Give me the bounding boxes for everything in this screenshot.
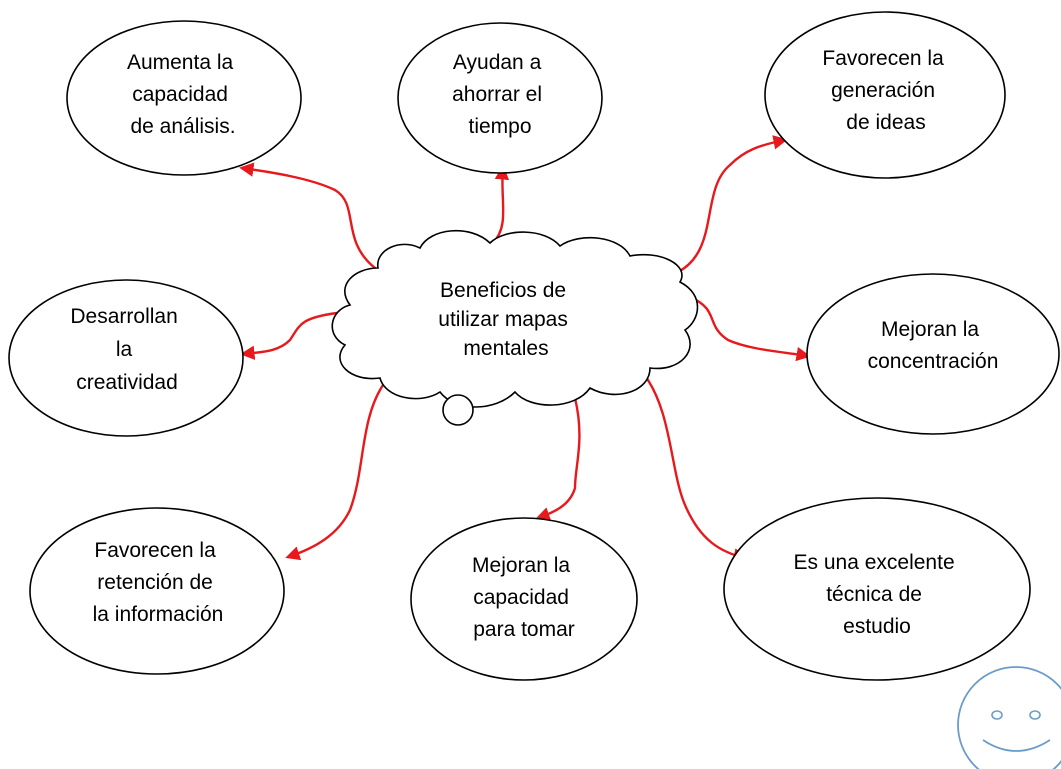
node-text-creatividad: Desarrollan la creatividad (70, 305, 183, 394)
arrow-to-creatividad (240, 311, 339, 360)
center-line-2: utilizar mapas (438, 308, 568, 331)
smiley-right-eye (1029, 710, 1041, 720)
arrow-to-retencion (285, 383, 385, 561)
center-line-3: mentales (463, 337, 548, 360)
node-estudio-line-2: técnica de (826, 583, 922, 606)
node-creatividad-line-2: la (116, 338, 133, 361)
node-ellipse-analisis (66, 20, 302, 176)
node-analisis-line-1: Aumenta la (127, 51, 234, 74)
node-text-ideas: Favorecen la generación de ideas (822, 47, 949, 134)
node-text-tiempo: Ayudan a ahorrar el tiempo (452, 51, 548, 138)
node-text-retencion: Favorecen la retención de la información (93, 539, 224, 626)
center-text: Beneficios de utilizar mapas mentales (438, 279, 573, 360)
node-tiempo-line-3: tiempo (468, 115, 531, 138)
node-decisiones-line-1: Mejoran la (472, 554, 570, 577)
node-analisis-line-3: de análisis. (130, 115, 235, 138)
node-tiempo-line-1: Ayudan a (453, 51, 542, 74)
node-ellipse-tiempo (397, 22, 603, 174)
arrow-to-analisis (239, 162, 377, 270)
thought-cloud-shape (331, 229, 699, 408)
node-analisis-line-2: capacidad (132, 83, 228, 106)
node-creatividad-line-3: creatividad (76, 371, 178, 394)
node-decisiones-line-2: capacidad (473, 586, 569, 609)
thought-bubble-small (442, 394, 474, 426)
node-decisiones-line-3: para tomar (473, 618, 575, 641)
node-concentracion-line-1: Mejoran la (881, 318, 979, 341)
arrow-to-decisiones (535, 396, 581, 521)
arrow-to-ideas (676, 135, 788, 274)
node-ellipse-creatividad (8, 279, 244, 437)
node-ellipse-decisiones (410, 517, 638, 681)
node-retencion-line-1: Favorecen la (94, 539, 216, 562)
node-ellipse-ideas (764, 11, 1006, 179)
node-ideas-line-1: Favorecen la (822, 47, 944, 70)
node-ellipse-retencion (29, 507, 285, 675)
arrow-to-estudio (641, 371, 748, 563)
node-estudio-line-1: Es una excelente (794, 551, 955, 574)
node-text-estudio: Es una excelente técnica de estudio (794, 551, 961, 638)
center-line-1: Beneficios de (440, 279, 566, 302)
node-shapes-layer (8, 11, 1060, 681)
node-text-decisiones: Mejoran la capacidad para tomar (472, 554, 576, 641)
node-concentracion-line-2: concentración (868, 350, 999, 373)
node-ideas-line-3: de ideas (846, 111, 925, 134)
node-tiempo-line-2: ahorrar el (452, 83, 542, 106)
arrow-to-concentracion (688, 295, 811, 362)
smiley-left-eye (991, 710, 1003, 720)
node-text-concentracion: Mejoran la concentración (868, 318, 999, 373)
node-text-analisis: Aumenta la capacidad de análisis. (127, 51, 239, 138)
smiley-face-outline (957, 666, 1061, 769)
texts-layer: Beneficios de utilizar mapas mentales Au… (70, 47, 998, 641)
smiley-mouth (982, 739, 1051, 752)
node-estudio-line-3: estudio (843, 615, 911, 638)
node-creatividad-line-1: Desarrollan (70, 305, 177, 328)
node-ellipse-estudio (723, 497, 1031, 681)
node-retencion-line-3: la información (93, 603, 224, 626)
node-ellipse-concentracion (806, 273, 1060, 435)
arrows-layer (239, 135, 811, 563)
node-ideas-line-2: generación (831, 79, 935, 102)
central-thought-cloud (331, 229, 699, 426)
node-retencion-line-2: retención de (97, 571, 213, 594)
smiley-face-icon (957, 666, 1061, 769)
arrow-to-tiempo (491, 165, 510, 245)
